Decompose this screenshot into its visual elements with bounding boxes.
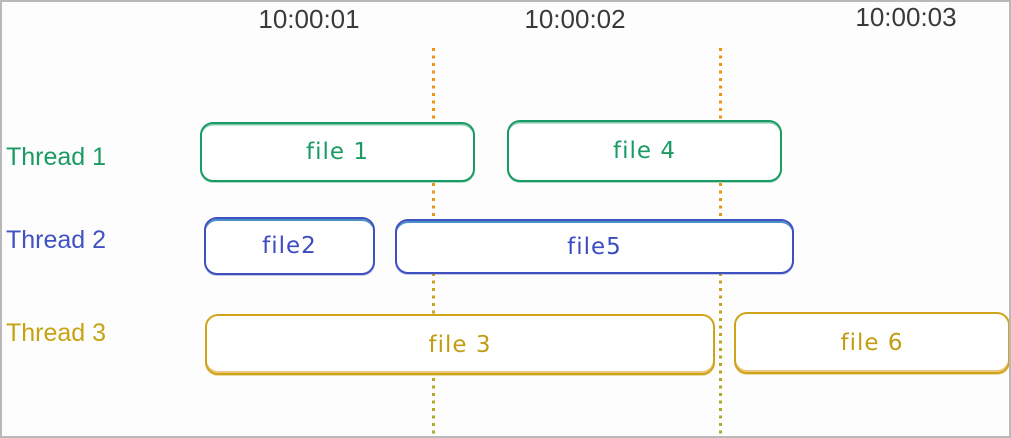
timestamp-label-2: 10:00:02 [524, 4, 626, 34]
file-box-label: file 6 [840, 330, 904, 356]
timestamp-label-1: 10:00:01 [258, 4, 360, 34]
file-box-label: file5 [567, 233, 622, 260]
thread-label-3: Thread 3 [6, 319, 107, 347]
file-box-label: file 3 [428, 331, 492, 358]
thread-label-2: Thread 2 [6, 226, 107, 254]
thread-label-1: Thread 1 [6, 143, 107, 171]
file-box-label: file2 [262, 233, 317, 259]
file-box-file1: file 1 [200, 122, 475, 182]
file-box-file3: file 3 [205, 314, 715, 375]
file-box-file5: file5 [395, 219, 794, 274]
file-box-label: file 4 [613, 138, 676, 164]
file-box-file2: file2 [204, 217, 375, 275]
file-box-file4: file 4 [507, 120, 782, 182]
file-box-file6: file 6 [734, 312, 1009, 374]
file-box-label: file 1 [306, 139, 369, 165]
timestamp-label-3: 10:00:03 [855, 2, 957, 32]
